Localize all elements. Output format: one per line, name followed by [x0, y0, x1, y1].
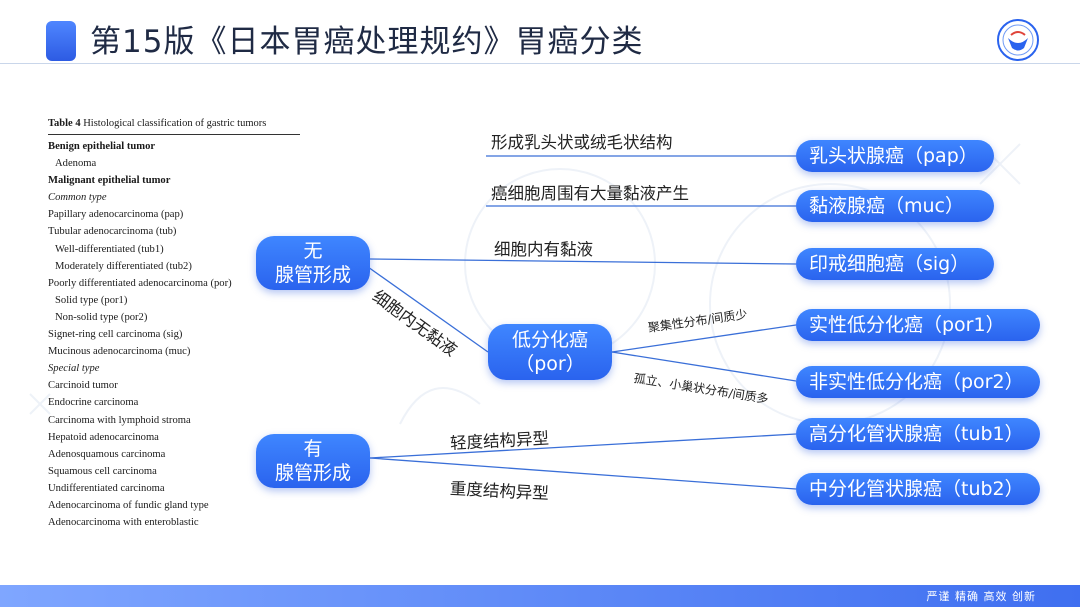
node-duct-line2: 腺管形成 — [274, 462, 351, 484]
table-row: Malignant epithelial tumor — [48, 175, 171, 187]
table-row: Squamous cell carcinoma — [48, 465, 157, 477]
table-row: Adenoma — [55, 158, 97, 170]
table-row: Adenocarcinoma with enteroblastic — [48, 517, 199, 529]
node-no-duct-line2: 腺管形成 — [274, 264, 351, 286]
connector-sig — [369, 258, 797, 265]
edge-label-muc: 癌细胞周围有大量黏液产生 — [491, 184, 689, 203]
node-por-line1: 低分化癌 — [511, 329, 588, 351]
node-no-duct-formation: 无 腺管形成 — [256, 236, 370, 290]
table-row: Common type — [48, 192, 107, 204]
connector-por1 — [611, 324, 797, 353]
table-row: Moderately differentiated (tub2) — [55, 260, 192, 272]
table-row: Endocrine carcinoma — [48, 397, 139, 409]
leaf-tub1: 高分化管状腺癌（tub1） — [796, 418, 1040, 450]
table-row: Adenosquamous carcinoma — [48, 448, 166, 460]
table-row: Mucinous adenocarcinoma (muc) — [48, 346, 191, 358]
connector-tub2 — [369, 457, 797, 490]
table-rule — [48, 134, 300, 135]
leaf-tub2: 中分化管状腺癌（tub2） — [796, 473, 1040, 505]
connector-por — [367, 266, 489, 353]
table-row: Papillary adenocarcinoma (pap) — [48, 209, 184, 221]
table-row: Benign epithelial tumor — [48, 141, 156, 152]
table-row: Signet-ring cell carcinoma (sig) — [48, 329, 183, 341]
table-caption-number: Table 4 — [48, 118, 81, 129]
page-title: 第15版《日本胃癌处理规约》胃癌分类 — [90, 24, 644, 60]
table-row: Poorly differentiated adenocarcinoma (po… — [48, 277, 232, 289]
table-caption-text: Histological classification of gastric t… — [83, 118, 267, 129]
leaf-por2: 非实性低分化癌（por2） — [796, 366, 1040, 398]
node-duct-line1: 有 — [303, 438, 323, 460]
footer-bar: 严谨 精确 高效 创新 — [0, 585, 1080, 607]
edge-label-pap: 形成乳头状或绒毛状结构 — [491, 133, 673, 152]
node-poorly-differentiated: 低分化癌 （por） — [488, 324, 612, 380]
table-row: Non-solid type (por2) — [55, 311, 148, 323]
table-caption: Table 4 Histological classification of g… — [48, 118, 308, 129]
connector-tub1 — [369, 433, 797, 459]
leaf-sig: 印戒细胞癌（sig） — [796, 248, 994, 280]
leaf-muc: 黏液腺癌（muc） — [796, 190, 994, 222]
footer-slogan: 严谨 精确 高效 创新 — [926, 590, 1036, 603]
node-duct-formation: 有 腺管形成 — [256, 434, 370, 488]
table-row: Special type — [48, 363, 100, 375]
table-row: Solid type (por1) — [55, 294, 128, 306]
table-row: Tubular adenocarcinoma (tub) — [48, 226, 177, 238]
connector-por2 — [611, 351, 797, 382]
institution-logo-icon — [997, 19, 1039, 61]
header-divider — [0, 63, 1080, 64]
table-row: Undifferentiated carcinoma — [48, 482, 165, 494]
leaf-por1: 实性低分化癌（por1） — [796, 309, 1040, 341]
edge-label-sig: 细胞内有黏液 — [494, 240, 593, 259]
table-row: Carcinoma with lymphoid stroma — [48, 414, 191, 426]
leaf-pap: 乳头状腺癌（pap） — [796, 140, 994, 172]
table-row: Well-differentiated (tub1) — [55, 243, 164, 255]
node-por-line2: （por） — [515, 353, 585, 375]
histology-table: Table 4 Histological classification of g… — [48, 118, 308, 531]
header-accent-bar — [46, 21, 76, 61]
table-row: Adenocarcinoma of fundic gland type — [48, 499, 209, 511]
edge-label-tub2: 重度结构异型 — [449, 479, 550, 504]
table-row: Carcinoid tumor — [48, 380, 118, 392]
node-no-duct-line1: 无 — [303, 240, 323, 262]
table-row: Hepatoid adenocarcinoma — [48, 431, 159, 443]
